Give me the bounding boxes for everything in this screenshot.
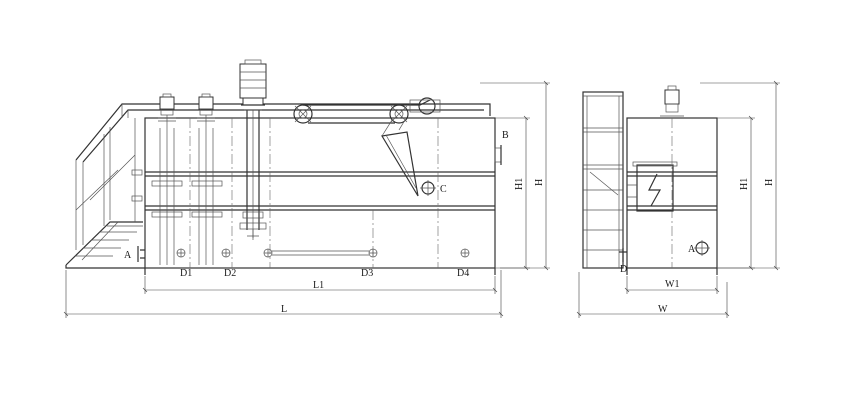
label-w1: W1	[665, 279, 679, 290]
side-stair	[582, 91, 624, 269]
main-mixer	[239, 59, 267, 240]
drain-valves	[176, 248, 470, 258]
side-nozzles	[619, 240, 710, 262]
tank-side	[626, 85, 718, 275]
inlet-a	[137, 246, 145, 262]
outlet-b	[494, 145, 502, 165]
front-view: A B C D1 D2 D3 D4 L1 L H1 H	[63, 59, 550, 318]
label-d-side: D	[620, 264, 627, 275]
label-a-side: A	[688, 244, 696, 255]
label-l: L	[281, 304, 287, 315]
label-h-side: H	[764, 179, 775, 186]
label-d1: D1	[180, 268, 192, 279]
label-w: W	[658, 304, 668, 315]
small-stirrer-1	[151, 93, 183, 265]
side-view: A D W1 W H1 H	[576, 80, 780, 318]
stair-platform	[65, 103, 491, 269]
label-h: H	[534, 179, 545, 186]
label-d4: D4	[457, 268, 469, 279]
label-a: A	[124, 250, 132, 261]
label-h1-side: H1	[739, 178, 750, 190]
label-l1: L1	[313, 280, 324, 291]
front-dimensions	[63, 80, 550, 318]
electric-box	[627, 161, 678, 212]
label-d2: D2	[224, 268, 236, 279]
scraper-drive	[293, 97, 441, 197]
label-b: B	[502, 130, 509, 141]
label-h1: H1	[514, 178, 525, 190]
outlet-c	[420, 180, 436, 196]
label-c: C	[440, 184, 447, 195]
small-stirrer-2	[191, 93, 223, 265]
tank-front	[144, 117, 496, 275]
label-d3: D3	[361, 268, 373, 279]
side-dimensions	[576, 80, 780, 318]
